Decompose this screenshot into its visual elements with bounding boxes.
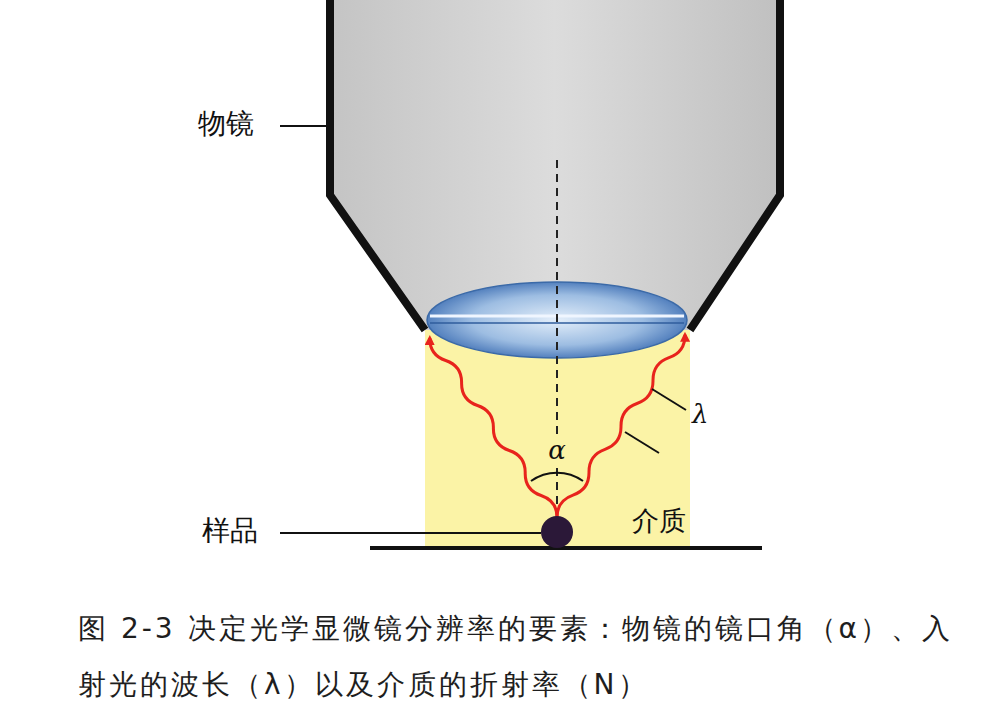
part-label: 样品	[202, 515, 258, 547]
part-label: 物镜	[198, 108, 254, 140]
region-label: 介质	[632, 505, 686, 536]
figure-caption: 图 2-3 决定光学显微镜分辨率的要素：物镜的镜口角（α）、入射光的波长（λ）以…	[78, 601, 958, 713]
wavelength-tick	[652, 389, 686, 410]
sample-dot	[541, 516, 573, 548]
wavelength-symbol: λ	[692, 400, 708, 430]
lens-line	[430, 322, 684, 324]
slide-line	[370, 546, 762, 550]
objective-body	[330, 0, 780, 330]
light-wave	[557, 335, 685, 518]
leader-line	[280, 125, 328, 127]
objective-outline	[690, 0, 780, 330]
wavelength-tick	[625, 432, 659, 453]
light-wave	[430, 338, 557, 518]
leader-line	[280, 532, 541, 534]
objective-outline	[330, 0, 425, 330]
angle-arc	[531, 473, 583, 481]
angle-symbol: α	[545, 436, 569, 466]
